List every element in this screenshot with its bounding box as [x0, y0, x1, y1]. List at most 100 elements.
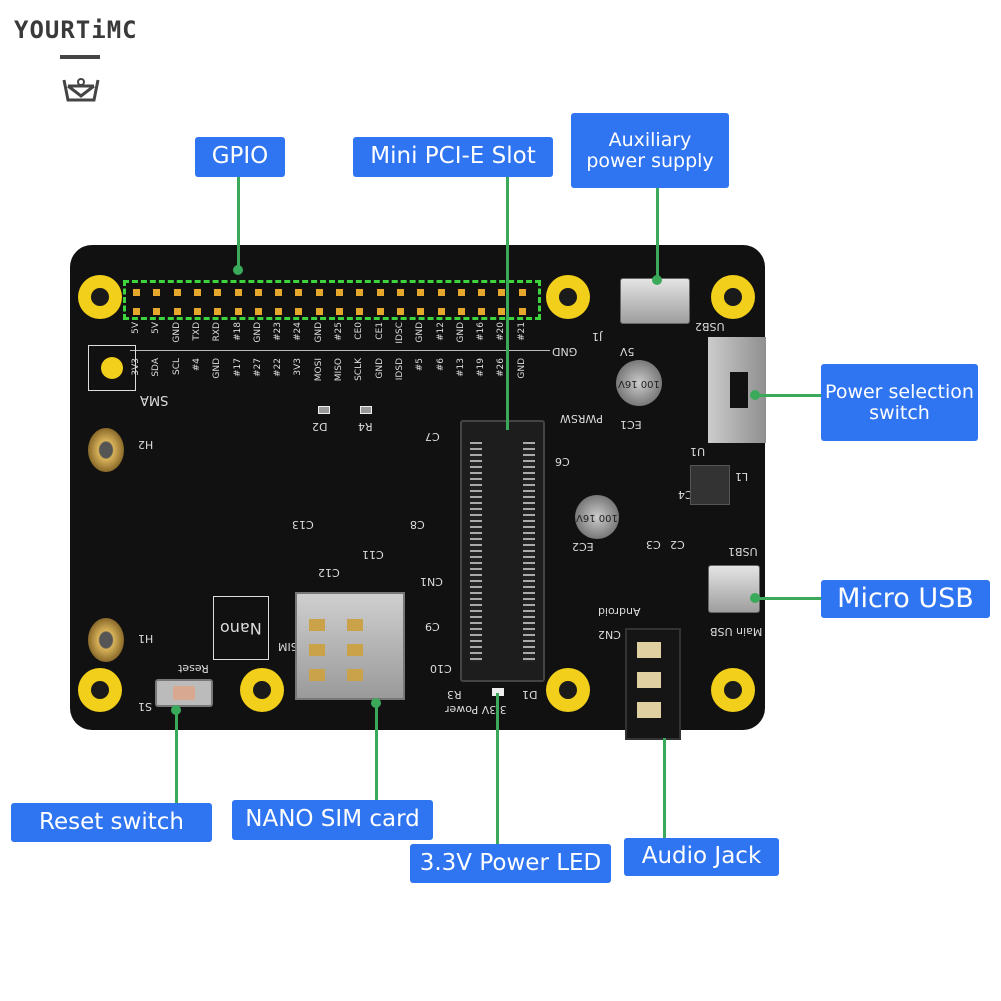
gpio-pin: [376, 289, 384, 296]
smd-component: [318, 406, 330, 414]
silk-nano: Nano: [220, 618, 262, 638]
pin-label-top: #20: [496, 322, 507, 341]
gpio-pin: [315, 308, 323, 315]
pin-label-bottom: #26: [496, 358, 507, 377]
gpio-pin: [498, 289, 506, 296]
gpio-pin: [214, 308, 222, 315]
gpio-pin: [234, 289, 242, 296]
pin-label-bottom: 3V3: [293, 358, 304, 376]
silk-c2: C2: [670, 538, 685, 551]
gpio-pin: [518, 308, 526, 315]
gpio-pin: [315, 289, 323, 296]
pin-label-top: CE1: [374, 322, 385, 340]
pin-label-bottom: GND: [516, 358, 527, 379]
pin-label-bottom: #13: [455, 358, 466, 377]
silk-pwrsw: PWRSW: [560, 412, 604, 425]
pin-label-top: GND: [313, 322, 324, 343]
gpio-pin: [396, 308, 404, 315]
main-micro-usb-port[interactable]: [708, 565, 760, 613]
gpio-pin: [193, 289, 201, 296]
pin-label-top: #25: [334, 322, 344, 341]
gpio-pin: [356, 289, 364, 296]
brand-logo: YOURTiMC: [14, 16, 138, 44]
silk-sma: SMA: [140, 392, 169, 407]
aux-micro-usb-port[interactable]: [620, 278, 690, 324]
gpio-pin: [275, 289, 283, 296]
silk-usb2: USB2: [695, 320, 725, 333]
pin-label-bottom: IDSD: [394, 358, 405, 381]
pin-label-bottom: SCL: [171, 358, 182, 376]
gpio-pin: [417, 308, 425, 315]
silk-d2: D2: [312, 420, 328, 433]
mounting-hole: [78, 275, 122, 319]
gpio-pin: [295, 308, 303, 315]
leader-micro-usb: [755, 597, 821, 600]
pin-label-bottom: #27: [252, 358, 263, 377]
pin-label-top: #24: [293, 322, 304, 341]
antenna-connector-h2: [88, 428, 124, 472]
leader-power-switch: [755, 394, 821, 397]
silk-divider: [130, 350, 550, 351]
smd-component: [360, 406, 372, 414]
gpio-pin: [153, 308, 161, 315]
sim-card-slot[interactable]: [295, 592, 405, 700]
pin-label-top: IDSC: [394, 322, 405, 344]
callout-gpio: GPIO: [195, 137, 285, 177]
pin-label-top: TXD: [191, 322, 202, 341]
gpio-pin: [396, 289, 404, 296]
pin-label-top: CE0: [354, 322, 365, 340]
silk-c9: C9: [425, 620, 440, 633]
silk-usb1: USB1: [728, 545, 758, 558]
pin-label-top: 5V: [131, 322, 141, 334]
gpio-header: [123, 280, 541, 320]
gpio-pin: [193, 308, 201, 315]
gpio-pin: [295, 289, 303, 296]
pin-label-top: #23: [273, 322, 284, 341]
gpio-pin: [417, 289, 425, 296]
pin-label-bottom: GND: [374, 358, 385, 379]
pin-label-top: #12: [435, 322, 446, 341]
callout-nano-sim-card: NANO SIM card: [232, 800, 433, 840]
mini-pcie-slot[interactable]: [460, 420, 545, 682]
silk-reset: Reset: [178, 662, 209, 675]
callout-power-led: 3.3V Power LED: [410, 844, 611, 883]
silk-cn2: CN2: [598, 628, 621, 641]
gpio-pin: [133, 308, 140, 315]
pin-label-bottom: #19: [476, 358, 487, 377]
leader-dot: [171, 705, 181, 715]
pin-label-top: GND: [252, 322, 263, 343]
pin-label-bottom: MISO: [334, 358, 344, 382]
mounting-hole: [711, 668, 755, 712]
silk-c11: C11: [362, 548, 384, 561]
antenna-connector-h1: [88, 618, 124, 662]
silk-c6: C6: [555, 455, 570, 468]
pin-label-top: GND: [415, 322, 426, 343]
mounting-hole: [711, 275, 755, 319]
pin-label-top: GND: [455, 322, 466, 343]
gpio-pin: [437, 289, 445, 296]
silk-r3: R3: [447, 688, 462, 701]
audio-jack[interactable]: [625, 628, 681, 740]
silk-c12: C12: [318, 566, 340, 579]
silk-c10: C10: [430, 662, 452, 675]
leader-gpio: [237, 177, 240, 270]
gpio-pin: [498, 308, 506, 315]
silk-d1: D1: [522, 688, 538, 701]
electrolytic-capacitor: 100 16V: [575, 495, 619, 539]
silk-r4: R4: [358, 420, 373, 433]
silk-ec1: EC1: [620, 418, 642, 431]
silk-h1: H1: [138, 632, 154, 645]
mounting-hole: [240, 668, 284, 712]
reset-button[interactable]: [155, 679, 213, 707]
pin-label-bottom: #17: [232, 358, 243, 377]
gpio-pin: [275, 308, 283, 315]
pin-label-bottom: SDA: [151, 358, 162, 377]
silk-android: Android: [598, 605, 641, 618]
callout-audio-jack: Audio Jack: [624, 838, 779, 876]
silk-c3: C3: [646, 538, 661, 551]
gpio-pin: [356, 308, 364, 315]
silk-main-usb: Main USB: [710, 625, 763, 638]
gpio-pin: [214, 289, 222, 296]
mounting-hole: [546, 668, 590, 712]
gpio-pin: [478, 289, 486, 296]
